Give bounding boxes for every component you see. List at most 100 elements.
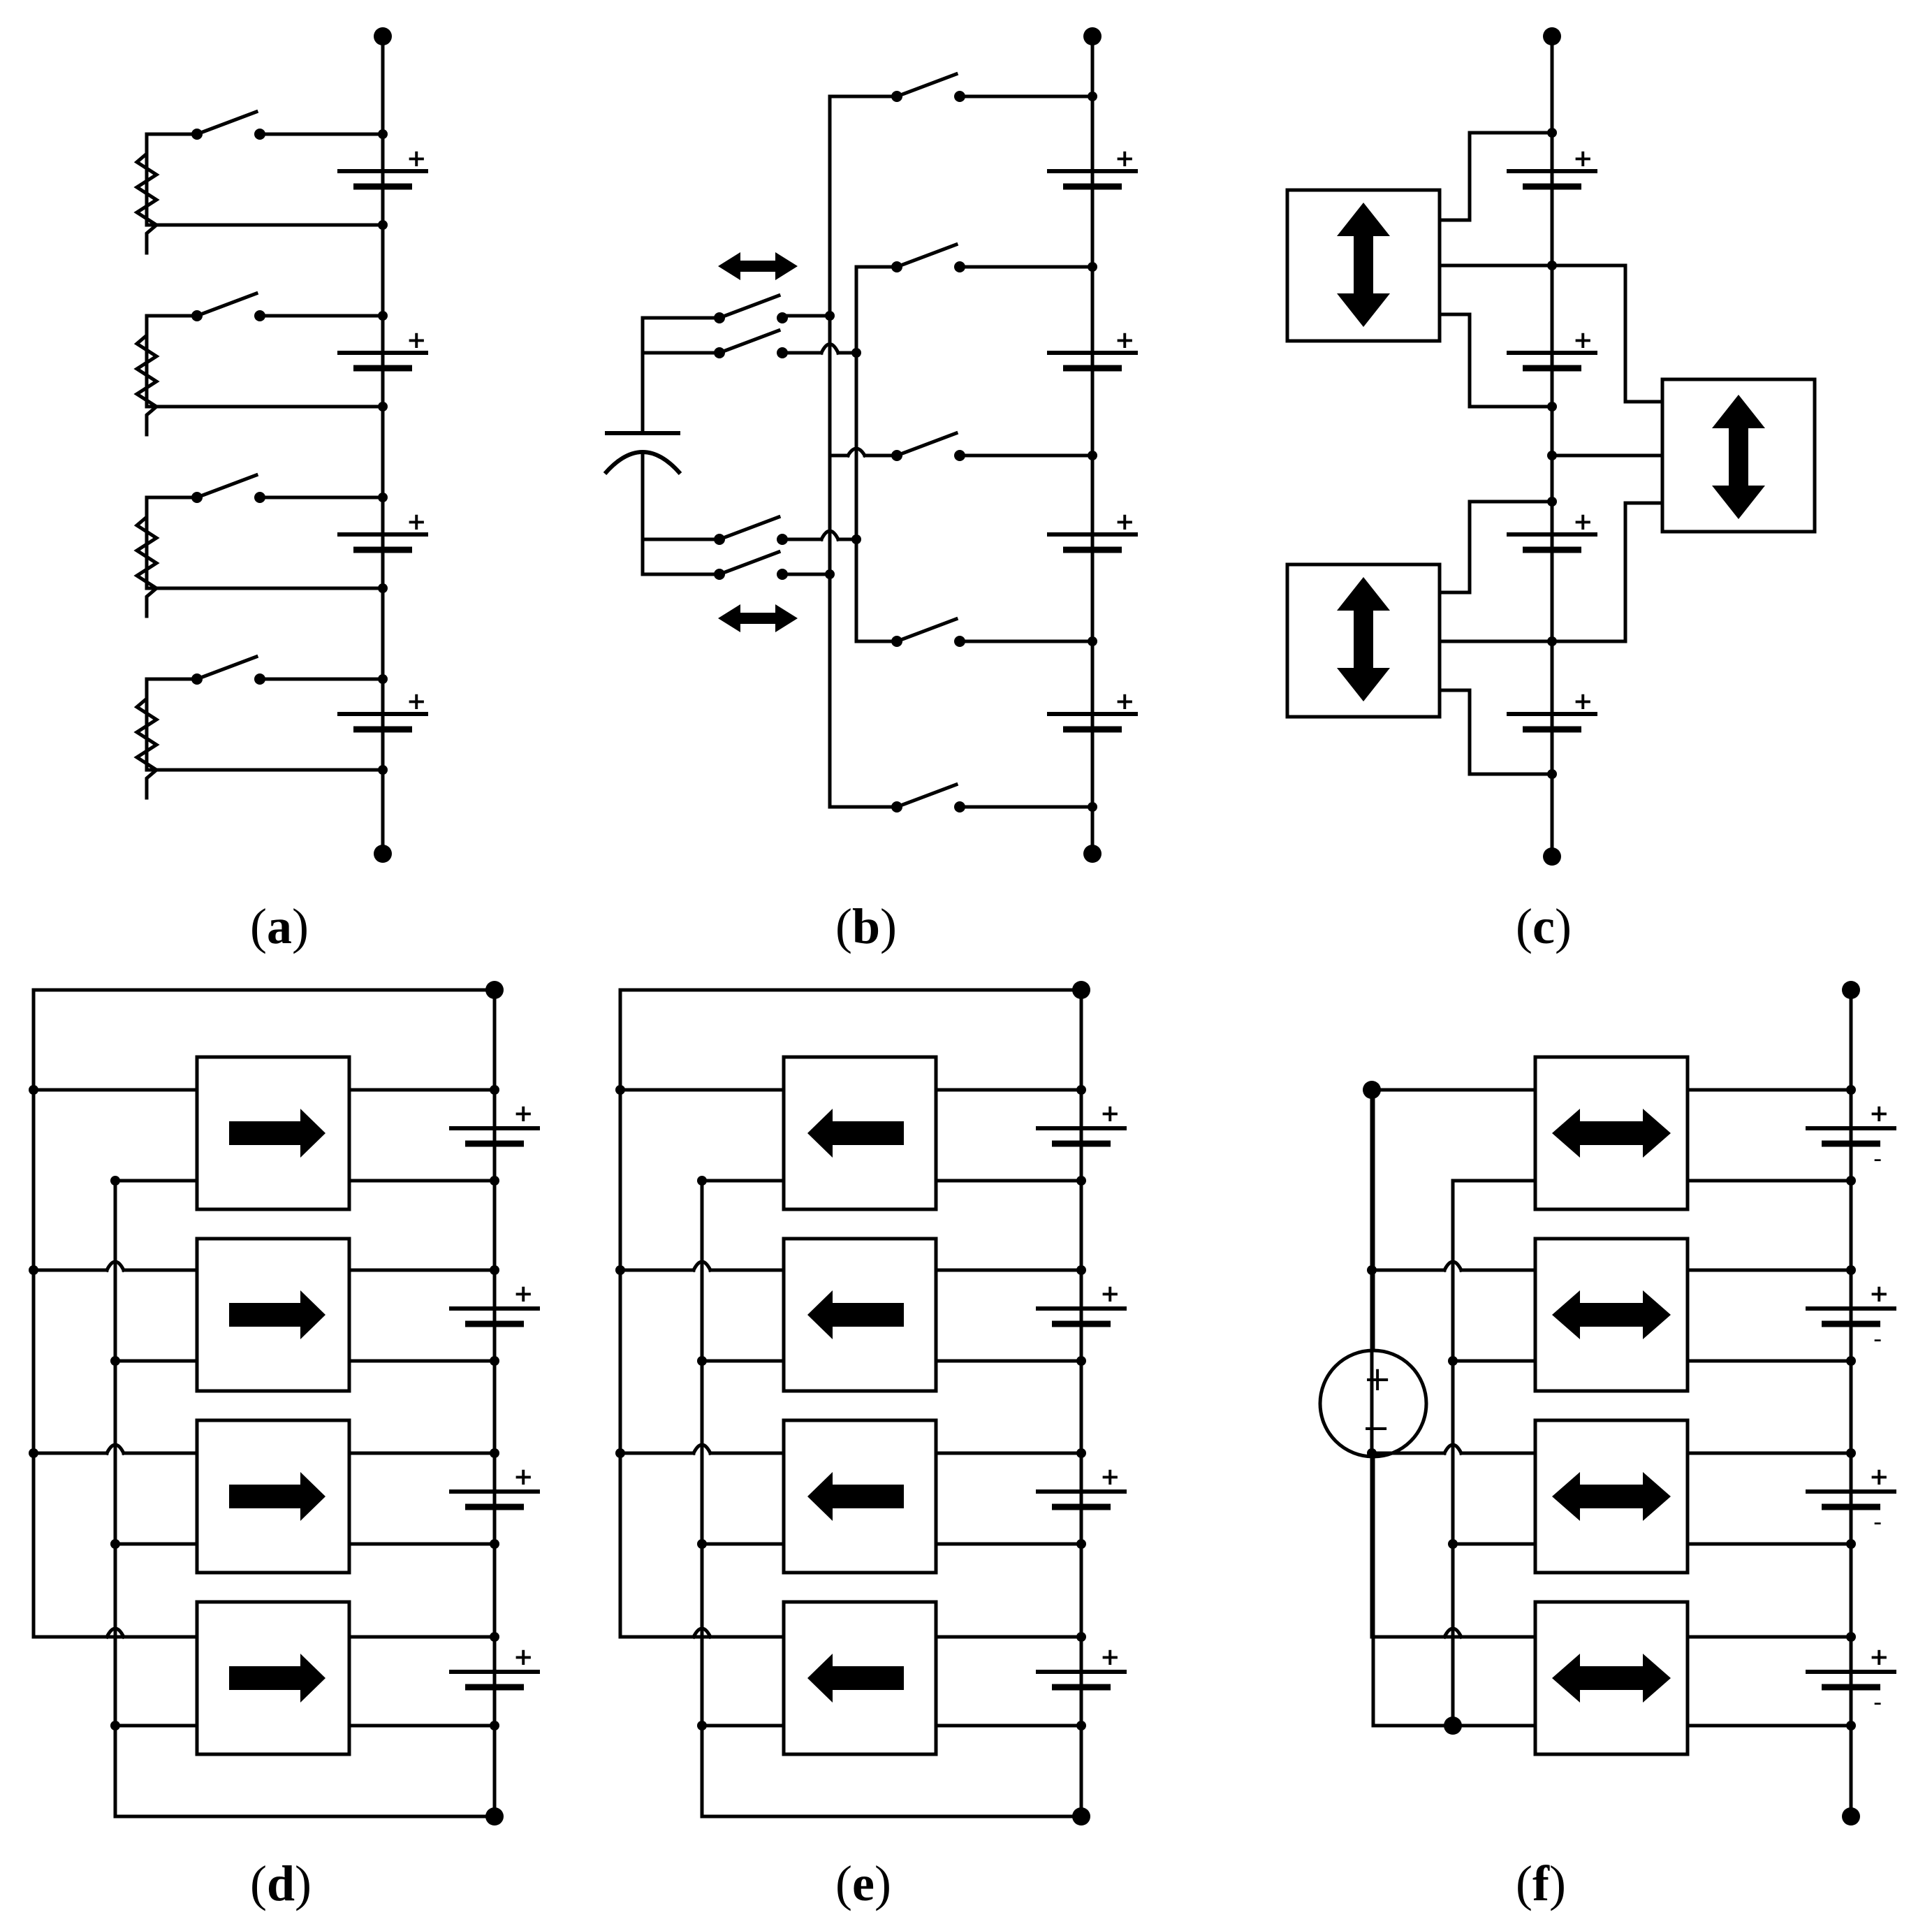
source-minus-sign: − bbox=[1362, 1408, 1390, 1448]
converter-2 bbox=[1367, 1237, 1856, 1393]
converter-1 bbox=[29, 1055, 499, 1211]
svg-text:+: + bbox=[1573, 687, 1593, 715]
svg-text:+: + bbox=[1100, 1643, 1120, 1671]
panel-f-caption: (f) bbox=[1516, 1856, 1566, 1911]
converter-3 bbox=[615, 1418, 1086, 1575]
left-arrow-icon bbox=[807, 1290, 904, 1339]
svg-text:+: + bbox=[513, 1643, 534, 1671]
panel-f-bidirectional-with-source: + − + - + - + - + - bbox=[1318, 981, 1896, 1911]
selector-switch-top-a bbox=[714, 296, 788, 323]
svg-text:+: + bbox=[1573, 326, 1593, 354]
panel-e-caption: (e) bbox=[835, 1856, 891, 1911]
node-switch-2 bbox=[891, 245, 965, 272]
cell-group-4: + bbox=[137, 657, 428, 798]
pack-negative-terminal bbox=[1842, 1807, 1860, 1826]
svg-text:-: - bbox=[1873, 1689, 1882, 1717]
panel-e-pack-to-cell: + + + + bbox=[615, 981, 1127, 1911]
right-arrow-icon bbox=[229, 1290, 325, 1339]
svg-text:+: + bbox=[1573, 145, 1593, 173]
panel-d-caption: (d) bbox=[250, 1856, 312, 1911]
svg-text:+: + bbox=[1573, 508, 1593, 536]
converter-2 bbox=[29, 1176, 499, 1393]
bleed-resistor bbox=[137, 134, 156, 253]
svg-text:+: + bbox=[513, 1280, 534, 1308]
converter-1 bbox=[1451, 1055, 1856, 1211]
battery-stack: + - + - + - + - bbox=[1806, 1100, 1896, 1717]
svg-text:-: - bbox=[1873, 1508, 1882, 1536]
node-switch-1 bbox=[891, 74, 965, 102]
svg-text:+: + bbox=[1869, 1100, 1889, 1128]
double-arrow-icon bbox=[1552, 1109, 1671, 1158]
converter-4 bbox=[31, 1600, 499, 1756]
battery-plus-sign: + bbox=[407, 145, 427, 173]
cell-group-1: + bbox=[137, 112, 428, 253]
bleed-resistor bbox=[137, 679, 156, 798]
selector-switch-bottom-a bbox=[714, 517, 788, 545]
bypass-switch bbox=[191, 475, 265, 503]
pack-negative-terminal bbox=[1543, 847, 1561, 866]
battery-stack: + + + + bbox=[1047, 145, 1138, 729]
pack-negative-terminal bbox=[1083, 845, 1102, 863]
pack-positive-terminal bbox=[1083, 27, 1102, 45]
svg-text:+: + bbox=[513, 1100, 534, 1128]
converter-4 bbox=[618, 1600, 1086, 1756]
bleed-resistor bbox=[137, 497, 156, 616]
panel-c-caption: (c) bbox=[1516, 898, 1572, 954]
svg-text:+: + bbox=[1869, 1463, 1889, 1491]
right-arrow-icon bbox=[229, 1472, 325, 1521]
svg-text:+: + bbox=[1100, 1463, 1120, 1491]
svg-text:+: + bbox=[1115, 508, 1135, 536]
double-arrow-icon bbox=[1552, 1654, 1671, 1703]
svg-text:+: + bbox=[1115, 687, 1135, 715]
svg-text:+: + bbox=[1100, 1280, 1120, 1308]
panel-a-caption: (a) bbox=[250, 898, 309, 954]
converter-4 bbox=[1442, 1600, 1856, 1756]
cell-group-2: + bbox=[137, 293, 428, 435]
battery-stack: + + + + bbox=[1036, 1100, 1127, 1687]
panel-b-caption: (b) bbox=[835, 898, 897, 954]
panel-a-resistor-balancing: + + + bbox=[137, 27, 428, 954]
battery-plus-sign: + bbox=[407, 687, 427, 715]
converter-2 bbox=[615, 1176, 1086, 1393]
capacitor-curved-plate bbox=[603, 450, 682, 475]
double-arrow-icon bbox=[718, 252, 798, 280]
node-switch-5 bbox=[891, 785, 965, 813]
right-arrow-icon bbox=[229, 1654, 325, 1703]
selector-switch-top-b bbox=[714, 330, 788, 358]
double-arrow-icon bbox=[718, 604, 798, 632]
double-arrow-icon bbox=[1552, 1472, 1671, 1521]
vertical-double-arrow-icon bbox=[1337, 203, 1390, 327]
selector-switch-bottom-b bbox=[714, 552, 788, 580]
battery-plus-sign: + bbox=[407, 508, 427, 536]
cell-group-3: + bbox=[137, 475, 428, 616]
pack-positive-terminal bbox=[1842, 981, 1860, 999]
bypass-switch bbox=[191, 657, 265, 685]
node-switch-3 bbox=[891, 433, 965, 461]
svg-text:+: + bbox=[1100, 1100, 1120, 1128]
bleed-resistor bbox=[137, 316, 156, 435]
left-arrow-icon bbox=[807, 1654, 904, 1703]
battery-plus-sign: + bbox=[407, 326, 427, 354]
panel-c-converter-tree: + + + + (c) bbox=[1285, 27, 1817, 954]
pack-positive-terminal bbox=[374, 27, 392, 45]
svg-text:-: - bbox=[1873, 1325, 1882, 1353]
panel-b-flying-capacitor: + + + + bbox=[603, 27, 1138, 954]
bypass-switch bbox=[191, 293, 265, 321]
right-arrow-icon bbox=[229, 1109, 325, 1158]
converter-3 bbox=[29, 1418, 499, 1575]
double-arrow-icon bbox=[1552, 1290, 1671, 1339]
vertical-double-arrow-icon bbox=[1712, 395, 1765, 519]
pack-negative-terminal bbox=[374, 845, 392, 863]
svg-text:+: + bbox=[1869, 1280, 1889, 1308]
svg-text:+: + bbox=[1115, 145, 1135, 173]
svg-text:+: + bbox=[1869, 1643, 1889, 1671]
converter-3 bbox=[1367, 1418, 1856, 1575]
svg-text:-: - bbox=[1873, 1145, 1882, 1173]
battery-stack: + + + + bbox=[449, 1100, 540, 1687]
node-switch-4 bbox=[891, 619, 965, 647]
panel-d-cell-to-pack: + + + + bbox=[29, 981, 540, 1911]
svg-text:+: + bbox=[1115, 326, 1135, 354]
left-arrow-icon bbox=[807, 1472, 904, 1521]
vertical-double-arrow-icon bbox=[1337, 577, 1390, 701]
